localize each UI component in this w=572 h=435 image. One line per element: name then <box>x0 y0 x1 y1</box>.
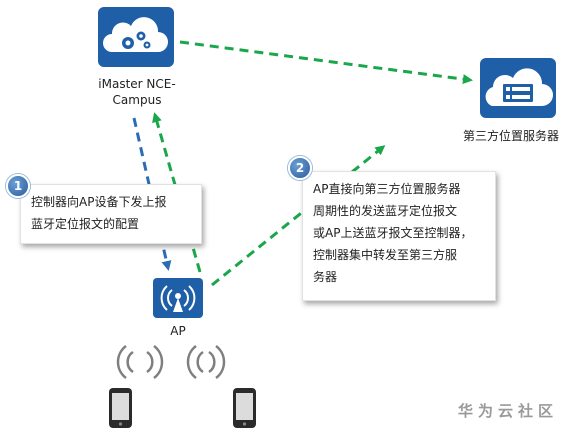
controller-label-line2: Campus <box>112 93 162 107</box>
callout-2-line: 务器 <box>313 270 338 284</box>
wifi-signal-left-icon <box>116 345 164 379</box>
phone-right-icon <box>233 388 256 428</box>
callout-2-line: 控制器集中转发至第三方服 <box>313 248 458 262</box>
phone-left-icon <box>109 388 132 428</box>
ap-label: AP <box>170 324 186 338</box>
third-party-server-icon <box>480 58 556 118</box>
controller-label: iMaster NCE- Campus <box>82 76 192 108</box>
watermark: 华为云社区 <box>457 402 558 420</box>
callout-1-line: 蓝牙定位报文的配置 <box>31 217 140 231</box>
arrow-ap-to-third-party <box>211 145 386 287</box>
callout-step-2: AP直接向第三方位置服务器 周期性的发送蓝牙定位报文 或AP上送蓝牙报文至控制器… <box>302 171 496 301</box>
step-1-badge: 1 <box>6 174 30 198</box>
callout-step-1: 控制器向AP设备下发上报 蓝牙定位报文的配置 <box>20 184 202 244</box>
callout-2-line: AP直接向第三方位置服务器 <box>313 182 461 196</box>
controller-label-line1: iMaster NCE- <box>98 77 176 91</box>
callout-2-line: 或AP上送蓝牙报文至控制器， <box>313 226 473 240</box>
controller-icon <box>98 7 174 67</box>
wifi-signal-right-icon <box>186 345 226 379</box>
step-2-badge: 2 <box>288 156 312 180</box>
arrow-controller-to-third-party <box>179 40 473 85</box>
callout-1-line: 控制器向AP设备下发上报 <box>31 195 167 209</box>
callout-2-line: 周期性的发送蓝牙定位报文 <box>313 204 458 218</box>
ap-icon <box>153 278 203 318</box>
third-party-label: 第三方位置服务器 <box>462 129 559 143</box>
